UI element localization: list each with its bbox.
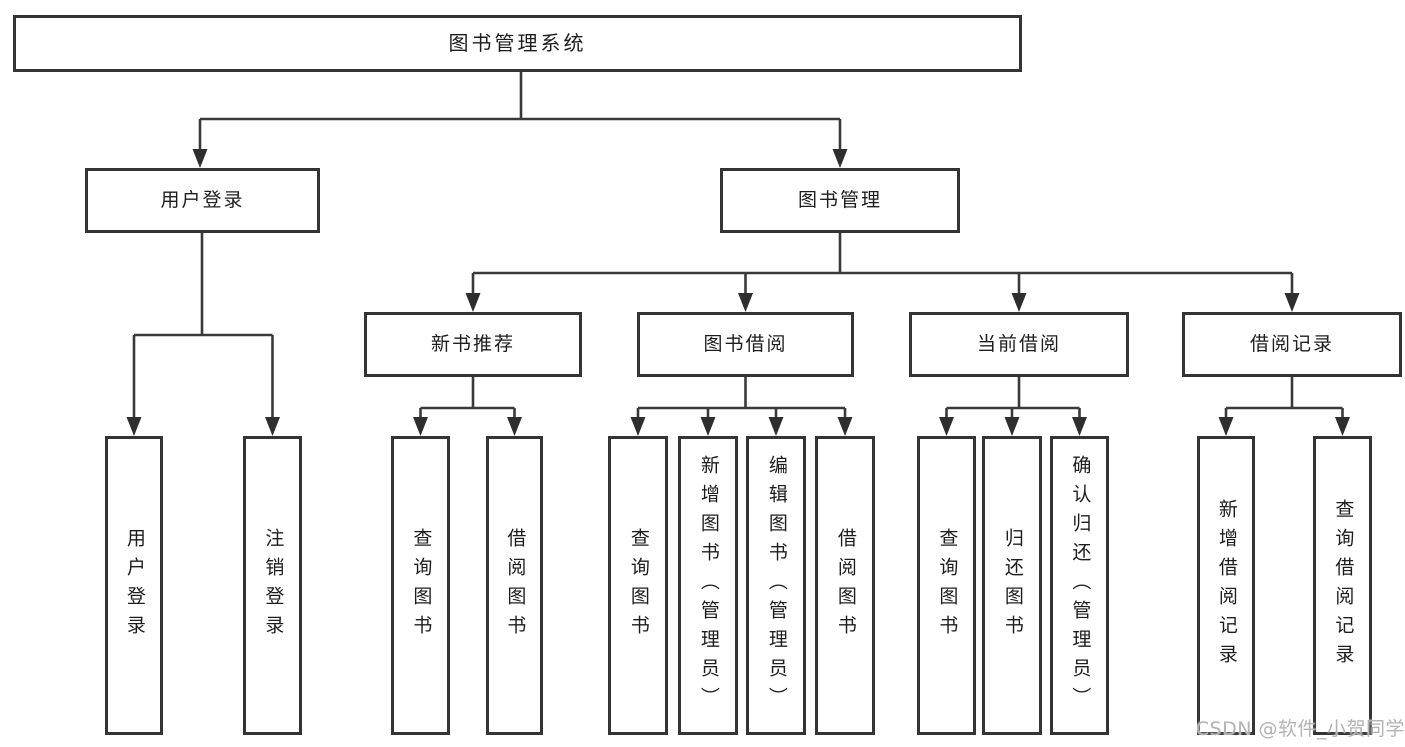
node-borrow-books-leaf: 借阅图书: [815, 436, 875, 735]
node-library-management-system: 图书管理系统: [13, 15, 1022, 72]
node-user-login: 用户登录: [85, 168, 320, 233]
node-edit-books-admin: 编辑图书（管理员）: [746, 436, 806, 735]
node-add-books-admin: 新增图书（管理员）: [678, 436, 738, 735]
node-query-borrow-record: 查询借阅记录: [1313, 436, 1372, 735]
node-query-books-recommend: 查询图书: [391, 436, 450, 735]
watermark: CSDN @软件_小贺同学: [1195, 718, 1405, 740]
node-borrowing-records: 借阅记录: [1182, 312, 1402, 377]
node-new-book-recommendation: 新书推荐: [364, 312, 582, 377]
node-confirm-return-admin: 确认归还（管理员）: [1050, 436, 1109, 735]
node-logout: 注销登录: [243, 436, 302, 735]
node-query-books-borrow: 查询图书: [608, 436, 668, 735]
node-add-borrow-record: 新增借阅记录: [1197, 436, 1255, 735]
node-book-borrowing: 图书借阅: [637, 312, 854, 377]
node-book-management: 图书管理: [720, 168, 960, 233]
node-query-books-current: 查询图书: [917, 436, 976, 735]
node-return-books: 归还图书: [982, 436, 1042, 735]
node-borrow-books-recommend: 借阅图书: [486, 436, 543, 735]
node-user-login-leaf: 用户登录: [105, 436, 163, 735]
node-current-borrowing: 当前借阅: [909, 312, 1129, 377]
